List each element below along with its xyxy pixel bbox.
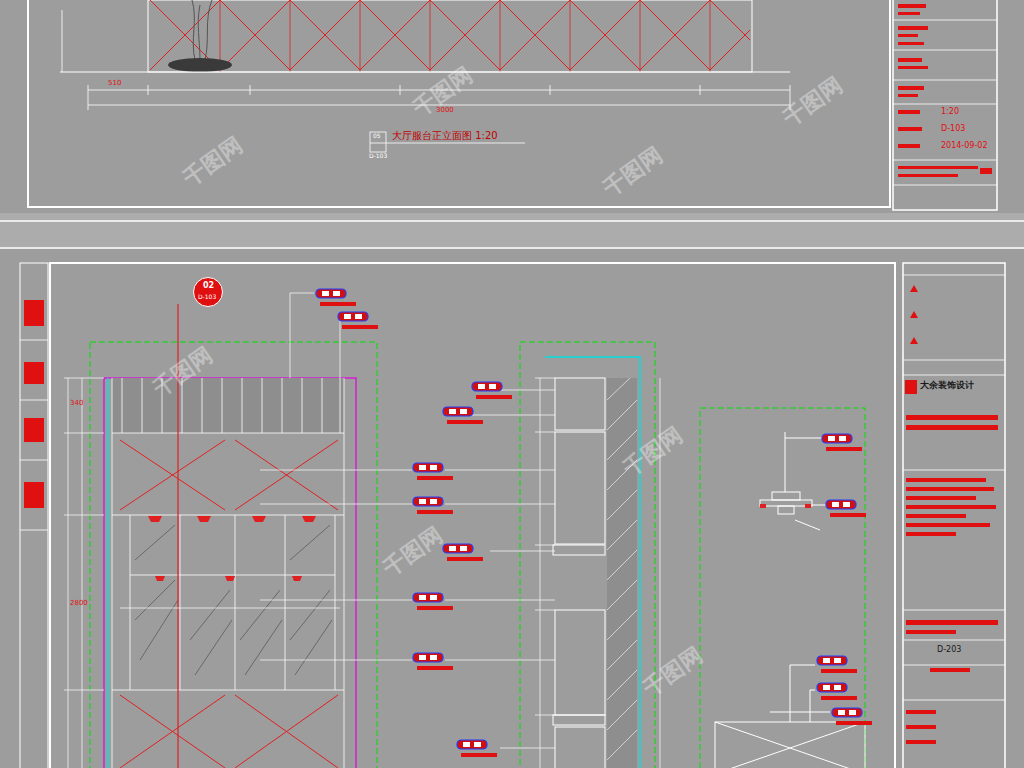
drawing-title: 大厅服台正立面图 1:20 (392, 130, 498, 141)
node-text: D-103 (198, 294, 216, 301)
watermark: 千图网 (149, 343, 217, 401)
section-number: 05 (373, 133, 381, 140)
watermark: 千图网 (379, 523, 447, 581)
dimension: 340 (70, 400, 83, 408)
watermark: 千图网 (639, 643, 707, 701)
bottom-sheet (20, 263, 1005, 768)
node-text: D-203 (937, 646, 961, 655)
dimension: 510 (108, 80, 121, 88)
node-text: 1:20 (941, 108, 959, 117)
watermark: 千图网 (599, 143, 667, 201)
watermark: 千图网 (779, 73, 847, 131)
node-text: 02 (203, 282, 214, 291)
top-sheet (28, 0, 997, 210)
dimension: 2800 (70, 600, 88, 608)
title-block: 大余装饰设计 D-203 (903, 376, 1005, 666)
node-text: D-103 (941, 125, 965, 134)
watermark: 千图网 (619, 423, 687, 481)
watermark: 千图网 (179, 133, 247, 191)
callout-circle: 02D-103 (193, 277, 223, 307)
node-text: 大余装饰设计 (920, 381, 974, 391)
sheet-ref: D-103 (369, 153, 387, 160)
node-text: 2014-09-02 (941, 142, 988, 151)
title-block: 1:20D-103 2014-09-02 (893, 104, 997, 160)
